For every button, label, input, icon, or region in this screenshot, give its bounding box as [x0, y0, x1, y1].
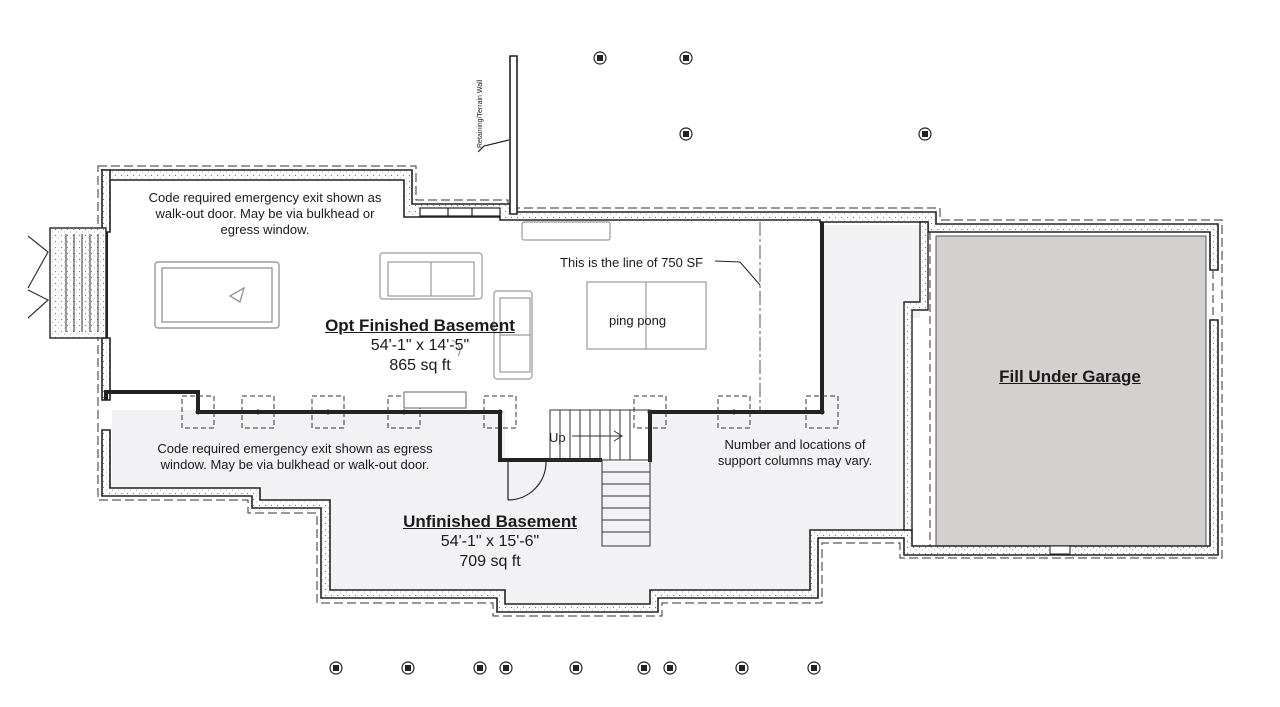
- garage-room-title: Fill Under Garage: [999, 367, 1141, 386]
- garage-divider-wall: [903, 221, 929, 531]
- stoop-steps: [65, 234, 99, 332]
- column-dots: [195, 409, 825, 415]
- column-markers-top: [593, 51, 932, 141]
- retaining-wall: [509, 55, 518, 215]
- columns-note-line1: Number and locations of: [724, 437, 866, 452]
- pool-table: [154, 261, 280, 329]
- egress-window: [403, 391, 467, 409]
- door-swing: [507, 460, 547, 501]
- ping-pong-label: ping pong: [609, 313, 667, 328]
- line-750-leader: [714, 260, 761, 286]
- top-windows: [419, 207, 501, 217]
- line-750-label: This is the line of 750 SF: [560, 255, 704, 270]
- unfinished-room-title: Unfinished Basement: [403, 512, 577, 531]
- foundation-wall-right: [101, 319, 1219, 613]
- finished-room-area: 865 sq ft: [389, 357, 451, 374]
- walkout-note-line2: walk-out door. May be via bulkhead or: [155, 206, 375, 221]
- finished-room-label: Opt Finished Basement 54'-1" x 14'-5" 86…: [300, 316, 540, 376]
- egress-note-line2: window. May be via bulkhead or walk-out …: [160, 457, 430, 472]
- unfinished-floor: [112, 225, 920, 608]
- egress-note-line1: Code required emergency exit shown as eg…: [157, 441, 433, 456]
- walkout-note: Code required emergency exit shown as wa…: [120, 190, 410, 238]
- walkout-door-swing: [27, 235, 50, 319]
- ping-pong-table: [586, 281, 707, 350]
- garage-vent: [1049, 545, 1071, 555]
- retaining-wall-leader: [477, 139, 510, 153]
- stoop: [49, 227, 107, 339]
- bench: [521, 221, 611, 241]
- walkout-note-line1: Code required emergency exit shown as: [148, 190, 382, 205]
- stairs-up-label: Up: [549, 430, 566, 445]
- column-pads: [181, 395, 839, 429]
- finished-room-title: Opt Finished Basement: [325, 316, 515, 335]
- unfinished-room-dimensions: 54'-1" x 15'-6": [440, 533, 540, 550]
- loveseat: [493, 290, 533, 380]
- egress-note: Code required emergency exit shown as eg…: [135, 441, 455, 473]
- columns-note-line2: support columns may vary.: [717, 453, 873, 468]
- unfinished-room-label: Unfinished Basement 54'-1" x 15'-6" 709 …: [370, 512, 610, 572]
- sofa: [379, 252, 483, 300]
- garage-fill: [935, 235, 1207, 547]
- finished-room-dimensions: 54'-1" x 14'-5": [370, 337, 470, 354]
- columns-note: Number and locations of support columns …: [700, 437, 890, 469]
- stairs: [549, 409, 651, 547]
- walkout-note-line3: egress window.: [220, 222, 310, 237]
- retaining-wall-label: Retaining/Terrain Wall: [477, 79, 484, 148]
- column-markers-bottom: [329, 661, 821, 675]
- garage-room-label: Fill Under Garage: [945, 367, 1195, 387]
- unfinished-room-area: 709 sq ft: [459, 553, 521, 570]
- rug: [451, 339, 461, 357]
